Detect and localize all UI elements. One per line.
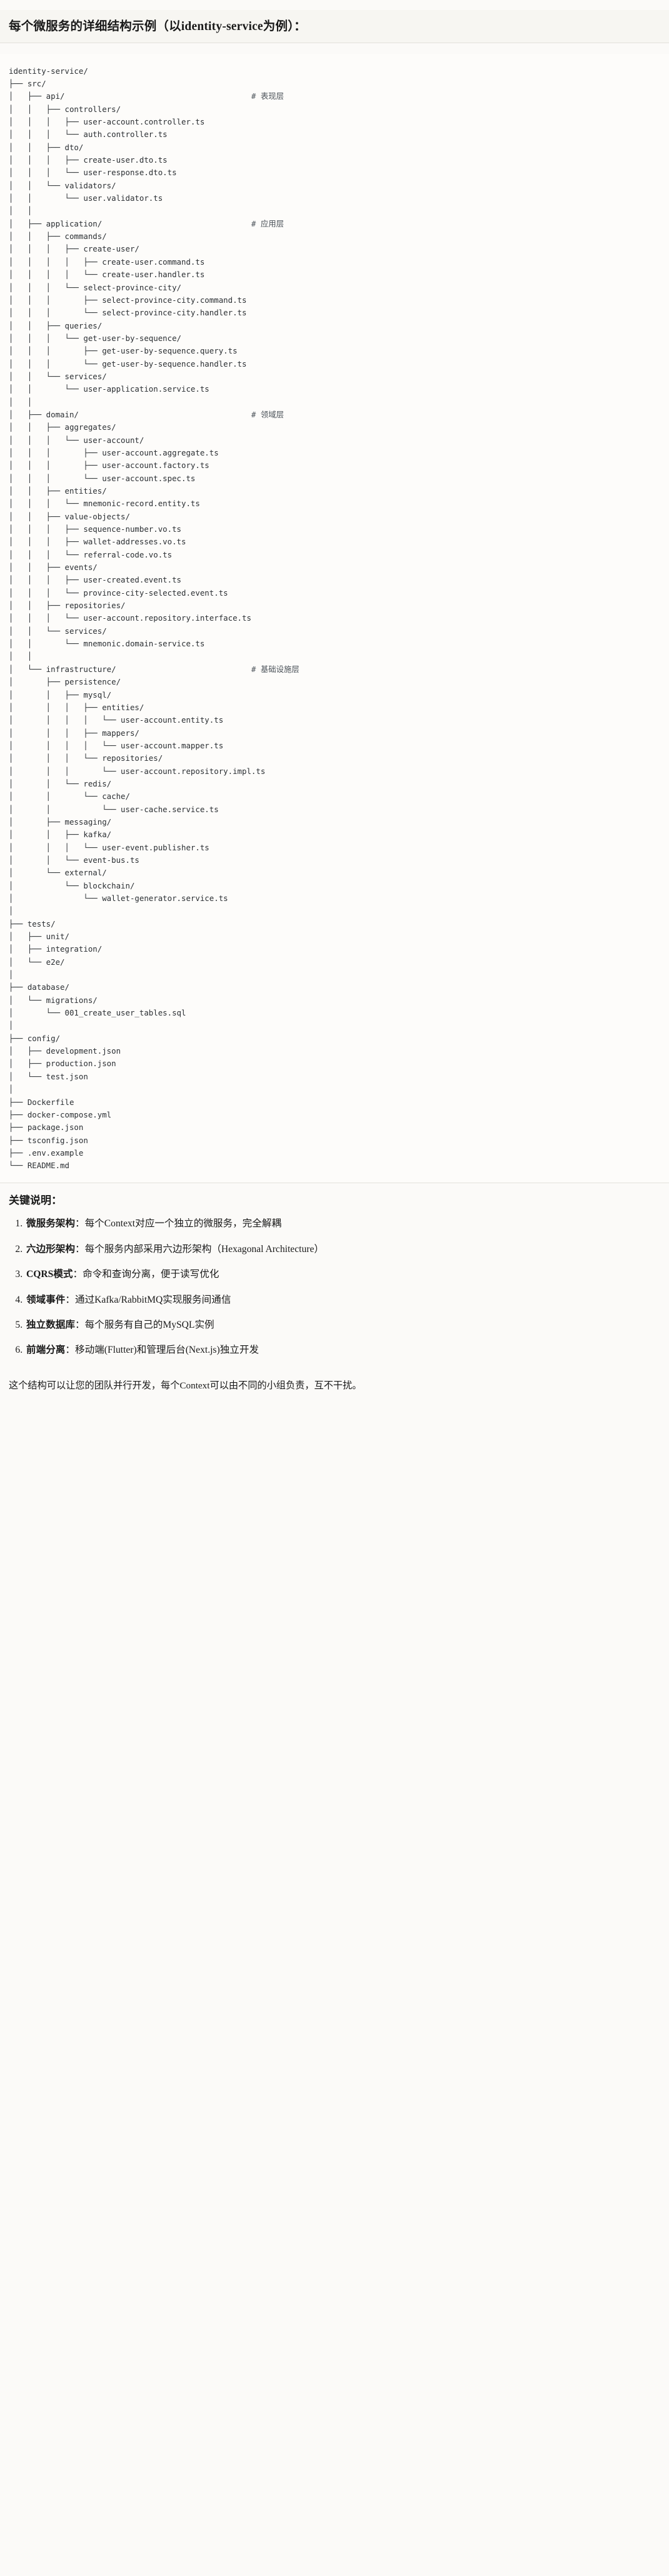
key-note-item: 微服务架构：每个Context对应一个独立的微服务，完全解耦 (25, 1216, 660, 1231)
key-note-item: 领域事件：通过Kafka/RabbitMQ实现服务间通信 (25, 1293, 660, 1307)
key-note-desc: ：每个服务有自己的MySQL实例 (74, 1319, 214, 1330)
directory-tree-block: identity-service/ ├── src/ │ ├── api/ # … (0, 53, 669, 1183)
key-note-item: 六边形架构：每个服务内部采用六边形架构（Hexagonal Architectu… (25, 1242, 660, 1256)
page-title: 每个微服务的详细结构示例（以identity-service为例）： (0, 10, 669, 44)
key-note-term: 领域事件 (26, 1294, 66, 1305)
key-note-term: CQRS模式 (26, 1269, 73, 1280)
directory-tree: identity-service/ ├── src/ │ ├── api/ # … (9, 66, 299, 1171)
closing-paragraph: 这个结构可以让您的团队并行开发，每个Context可以由不同的小组负责，互不干扰… (9, 1380, 362, 1391)
key-note-desc: ：每个服务内部采用六边形架构（Hexagonal Architecture） (74, 1243, 324, 1255)
key-note-desc: ：移动端(Flutter)和管理后台(Next.js)独立开发 (65, 1345, 259, 1356)
key-notes-section: 关键说明： 微服务架构：每个Context对应一个独立的微服务，完全解耦六边形架… (0, 1183, 669, 1372)
tree-comment: # 应用层 (251, 218, 284, 228)
key-note-desc: ：每个Context对应一个独立的微服务，完全解耦 (74, 1218, 282, 1229)
key-note-term: 六边形架构 (26, 1243, 75, 1255)
key-note-desc: ：通过Kafka/RabbitMQ实现服务间通信 (65, 1294, 231, 1305)
key-note-item: CQRS模式：命令和查询分离，便于读写优化 (25, 1267, 660, 1281)
key-note-term: 独立数据库 (26, 1319, 75, 1330)
key-notes-title: 关键说明： (9, 1194, 62, 1206)
key-note-desc: ：命令和查询分离，便于读写优化 (73, 1269, 219, 1280)
document-root: 每个微服务的详细结构示例（以identity-service为例）： ident… (0, 10, 669, 1393)
key-note-term: 微服务架构 (26, 1218, 75, 1229)
key-note-item: 前端分离：移动端(Flutter)和管理后台(Next.js)独立开发 (25, 1343, 660, 1357)
tree-comment: # 领域层 (251, 409, 284, 419)
tree-comment: # 表现层 (251, 91, 284, 101)
key-notes-list: 微服务架构：每个Context对应一个独立的微服务，完全解耦六边形架构：每个服务… (9, 1216, 660, 1357)
key-note-item: 独立数据库：每个服务有自己的MySQL实例 (25, 1318, 660, 1332)
tree-comment: # 基础设施层 (251, 664, 299, 674)
key-note-term: 前端分离 (26, 1345, 66, 1356)
